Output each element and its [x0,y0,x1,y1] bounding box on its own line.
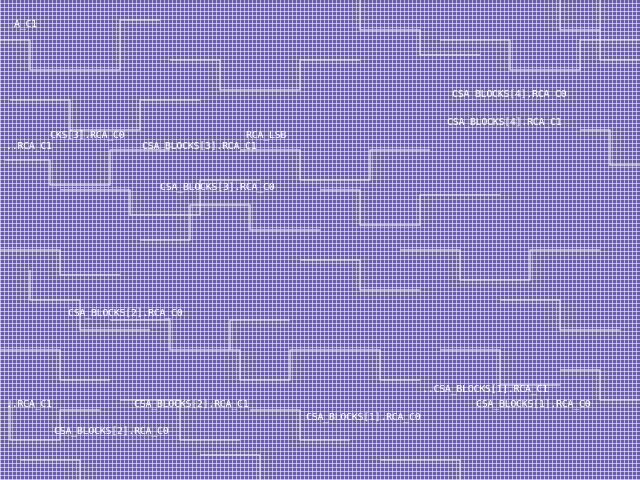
cell-label[interactable]: CSA_BLOCKS[1].RCA_C0 [306,412,421,423]
cell-outline [140,204,320,241]
cell-outline [170,59,360,91]
cell-label[interactable]: ..RCA_C1 [6,141,52,152]
cell-outline [560,369,640,401]
cell-outline [580,129,640,166]
cell-label[interactable]: ..CSA_BLOCKS[1].RCA_C1 [422,384,548,395]
cell-outline [380,459,461,480]
cell-outline [29,270,150,331]
cell-outline [250,409,350,441]
cell-label[interactable]: CSA_BLOCKS[2].RCA_C0 [54,426,169,437]
cell-outline [400,249,600,281]
cell-label[interactable]: A_C1 [14,19,37,30]
cell-outline [240,149,430,181]
cell-outline [359,0,480,56]
cell-outline [300,259,420,291]
cell-outline [440,349,560,386]
cell-label[interactable]: CSA_BLOCKS[3].RCA_C0 [160,182,275,193]
cell-outline [559,0,601,31]
cell-outline [320,189,500,226]
cell-label[interactable]: CSA_BLOCKS[3].RCA_C1 [142,141,257,152]
cell-label[interactable]: CSA_BLOCKS[1].RCA_C0 [476,399,591,410]
cell-outline [5,149,170,186]
cell-outline [10,99,200,131]
cell-outline [0,249,120,276]
cell-label[interactable]: CSA_BLOCKS[4].RCA_C0 [452,89,567,100]
cell-label[interactable]: CKS[3].RCA_C0 [50,130,125,141]
cell-outline [0,349,110,381]
cell-outline [20,459,81,480]
cell-label[interactable]: CSA_BLOCKS[4].RCA_C1 [447,117,562,128]
cell-label[interactable]: CSA_BLOCKS[2].RCA_C0 [68,308,183,319]
cell-outline [599,0,640,61]
cell-outline [320,349,420,381]
cell-outline [200,454,261,480]
cell-outline [60,179,260,216]
cell-label[interactable]: RCA_LSB [246,130,287,141]
cell-outline [9,400,100,441]
cell-outline [500,299,620,331]
cell-label[interactable]: CSA_BLOCKS[2].RCA_C1 [134,399,249,410]
cell-label[interactable]: ..RCA_C1 [6,399,52,410]
cell-outline [440,39,640,71]
cell-outline [180,349,320,381]
cell-outline [110,319,290,351]
cell-outline [0,19,160,71]
cell-outline [120,399,240,441]
